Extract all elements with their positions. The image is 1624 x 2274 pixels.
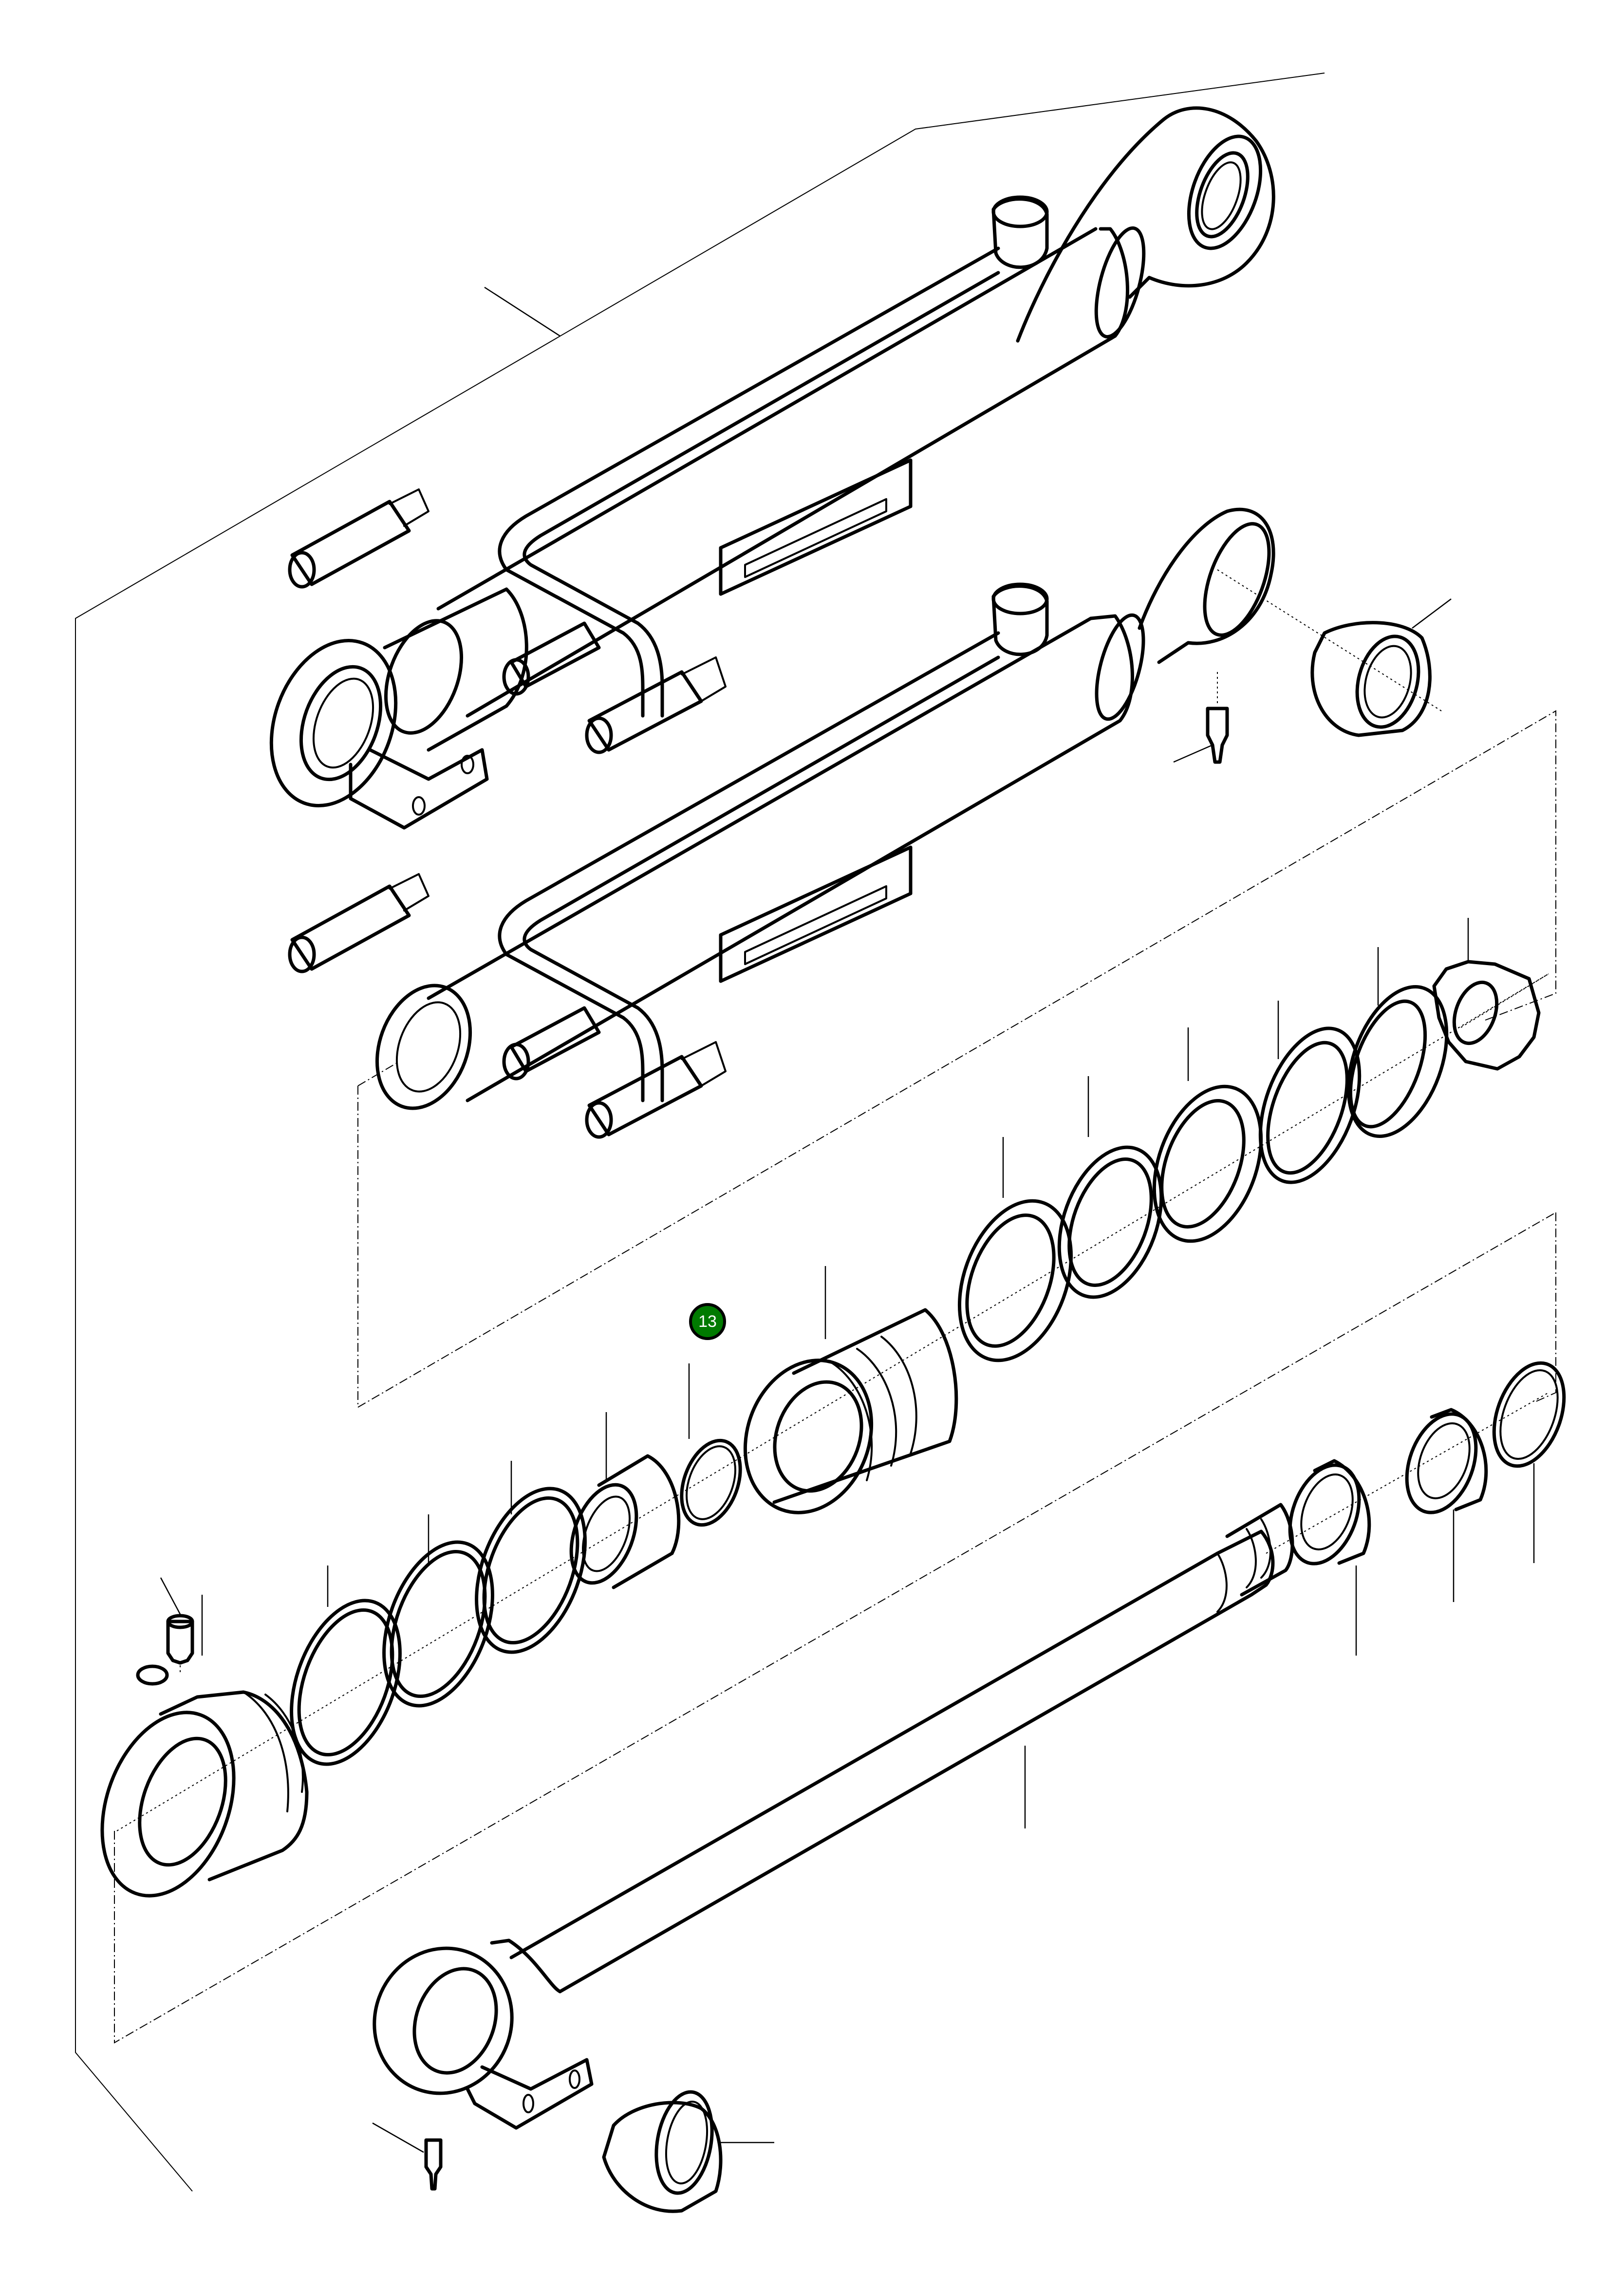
axis-lines — [116, 973, 1549, 1831]
gland-seal-ring[interactable] — [271, 1566, 421, 1779]
spacer-bushing[interactable] — [559, 1412, 681, 1592]
cylinder-head-gland[interactable] — [78, 1595, 309, 1914]
piston-rod[interactable] — [354, 1503, 1294, 2130]
lock-nut[interactable] — [1432, 918, 1549, 1071]
seal-ring[interactable] — [1241, 1001, 1379, 1196]
piston[interactable] — [725, 1266, 958, 1530]
gland-o-ring-large[interactable] — [456, 1461, 606, 1667]
bushing-rod-eye[interactable] — [602, 2088, 774, 2213]
cylinder-assembly-complete[interactable] — [249, 106, 1275, 830]
gland-o-ring[interactable] — [363, 1514, 513, 1721]
set-screw[interactable] — [160, 1577, 194, 1675]
assembly-frame — [75, 73, 1325, 2192]
bushing-upper-eye[interactable] — [1217, 569, 1452, 737]
callout-label: 13 — [698, 1312, 717, 1331]
rod-ring[interactable] — [1481, 1353, 1577, 1563]
cylinder-barrel-with-tube[interactable] — [288, 507, 1282, 1139]
grease-nipple-upper[interactable] — [1173, 672, 1229, 764]
callout-badge-13[interactable]: 13 — [689, 1303, 726, 1340]
exploded-group-frames — [114, 710, 1556, 2044]
piston-seal-sleeve[interactable] — [939, 1137, 1092, 1376]
o-ring[interactable] — [671, 1363, 751, 1533]
rod-wiper[interactable] — [1394, 1404, 1489, 1602]
rod-seal[interactable] — [1277, 1455, 1372, 1656]
backup-ring[interactable] — [1040, 1076, 1180, 1311]
grease-nipple-lower[interactable] — [372, 2122, 443, 2191]
wiper-ring[interactable] — [1135, 1027, 1281, 1256]
